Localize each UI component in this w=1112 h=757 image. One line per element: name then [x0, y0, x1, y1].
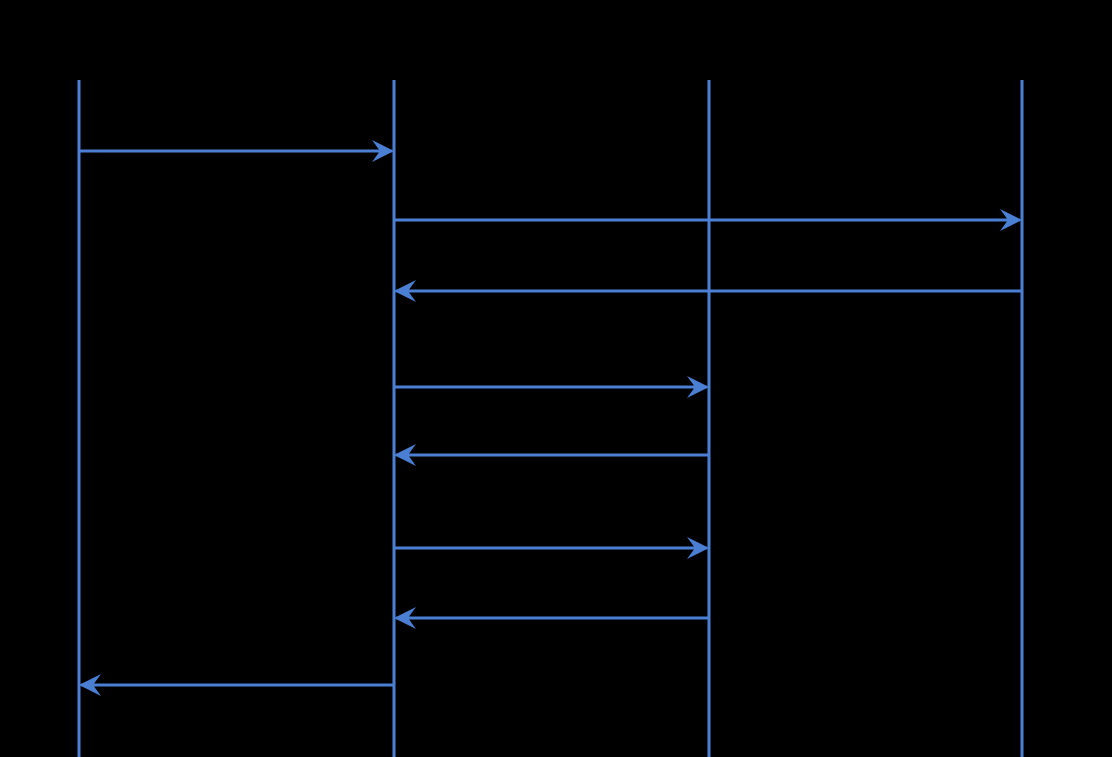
message-arrow-3[interactable] [394, 280, 1022, 302]
message-arrow-1[interactable] [79, 140, 394, 162]
message-arrowhead-2 [1000, 209, 1022, 231]
message-arrowhead-6 [687, 537, 709, 559]
message-arrow-2[interactable] [394, 209, 1022, 231]
message-arrow-8[interactable] [79, 674, 394, 696]
message-arrowhead-1 [372, 140, 394, 162]
message-arrowhead-5 [394, 444, 416, 466]
message-arrow-5[interactable] [394, 444, 709, 466]
message-arrow-7[interactable] [394, 607, 709, 629]
messages-group [79, 140, 1022, 696]
message-arrow-6[interactable] [394, 537, 709, 559]
message-arrowhead-7 [394, 607, 416, 629]
lifelines-group [77, 80, 1024, 757]
message-arrow-4[interactable] [394, 376, 709, 398]
message-arrowhead-8 [79, 674, 101, 696]
message-arrowhead-3 [394, 280, 416, 302]
message-arrowhead-4 [687, 376, 709, 398]
